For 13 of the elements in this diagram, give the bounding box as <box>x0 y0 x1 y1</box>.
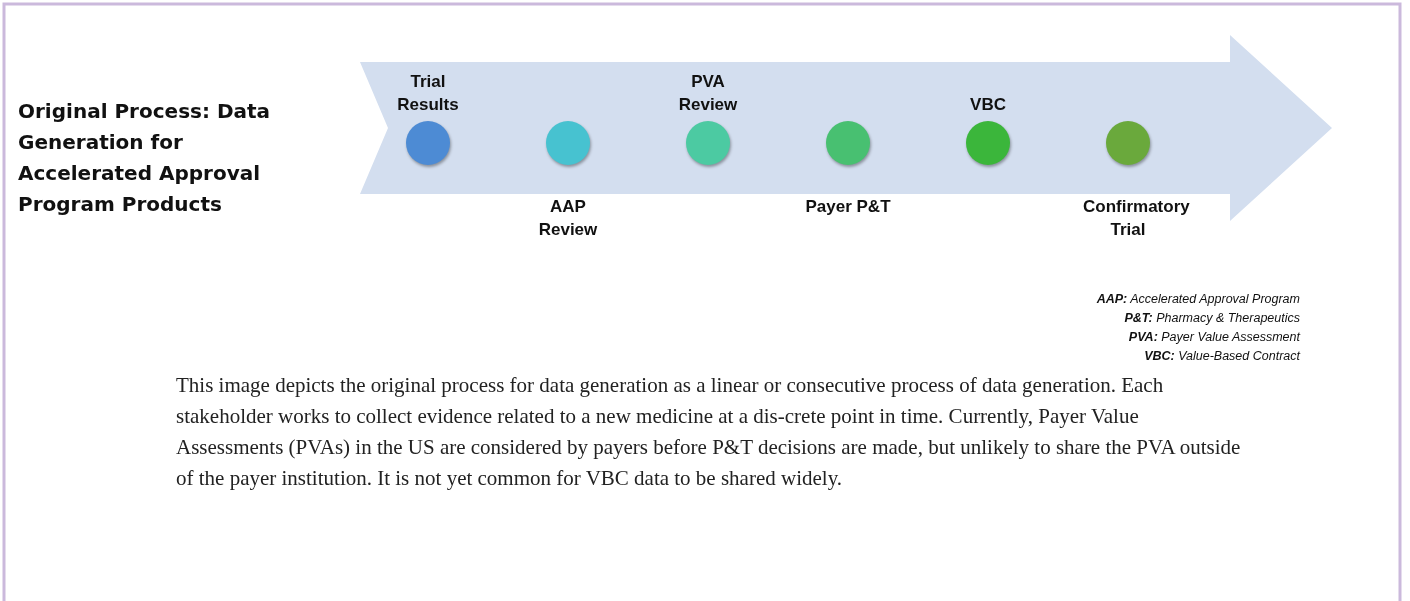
glossary-entry: P&T: Pharmacy & Therapeutics <box>1124 311 1300 325</box>
stage-label: VBC <box>969 94 1007 116</box>
glossary-entry: PVA: Payer Value Assessment <box>1128 330 1300 344</box>
timeline-arrow <box>360 35 1332 221</box>
stage-label: AAP Review <box>537 196 599 241</box>
stage-label: Payer P&T <box>804 196 892 218</box>
stage-label: Trial Results <box>396 71 460 116</box>
stage-label: PVA Review <box>677 71 739 116</box>
caption-paragraph: This image depicts the original process for data generation as a linear or consecutive process of data generation. Each stakeholder works to collect evidence related to a new medicine at a dis-crete point in time. Currently, Payer Value Assessments (PVAs) in the US are considered by payers before P&T decisions are made, but unlikely to share the PVA outside of the payer institution. It is not yet common for VBC data to be shared widely. <box>176 372 1242 492</box>
stage-label: Confirmatory Trial <box>1082 196 1191 241</box>
glossary-entry: VBC: Value-Based Contract <box>1144 349 1300 363</box>
glossary-entry: AAP: Accelerated Approval Program <box>1096 292 1300 306</box>
diagram-title: Original Process: Data Generation for Accelerated Approval Program Products <box>18 98 272 218</box>
